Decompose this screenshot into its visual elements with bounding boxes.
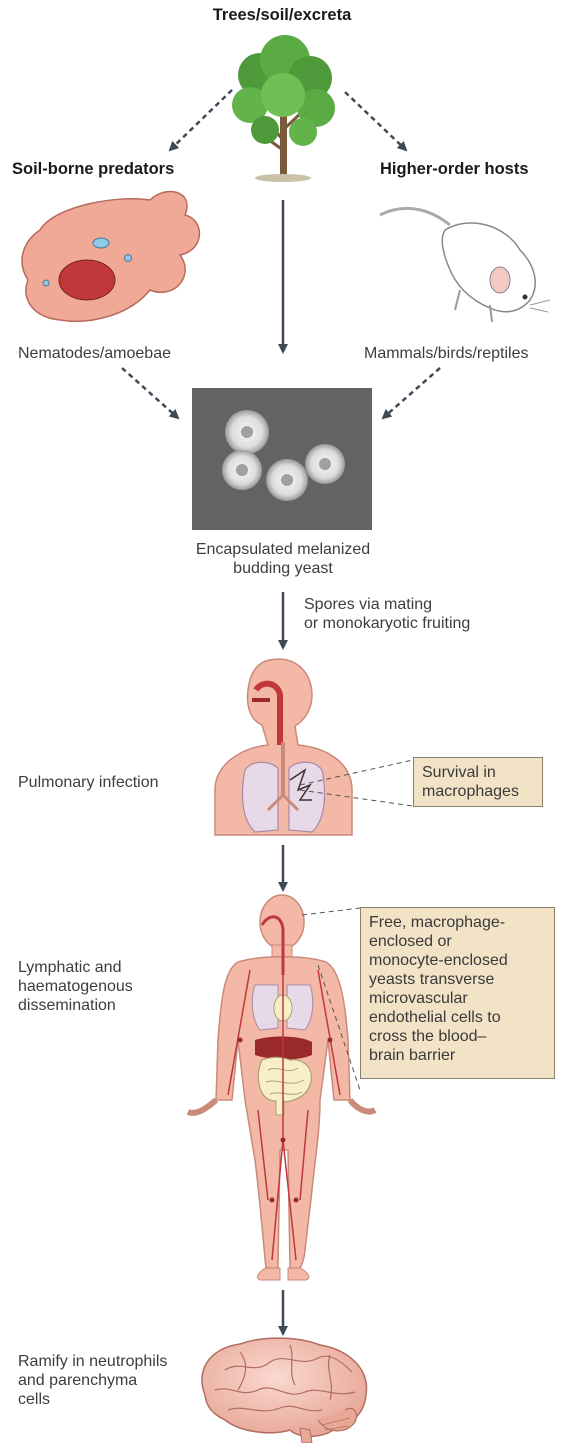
mouse-icon xyxy=(380,208,550,322)
predators-caption: Nematodes/amoebae xyxy=(18,344,218,363)
spores-line1: Spores via mating xyxy=(304,595,544,614)
bbb-line: endothelial cells to xyxy=(369,1008,546,1027)
source-label: Trees/soil/excreta xyxy=(182,6,382,25)
dissemination-line1: Lymphatic and xyxy=(18,958,178,977)
dissemination-line2: haematogenous xyxy=(18,977,178,996)
hosts-caption: Mammals/birds/reptiles xyxy=(364,344,564,363)
bbb-line: cross the blood– xyxy=(369,1027,546,1046)
spores-caption: Spores via mating or monokaryotic fruiti… xyxy=(304,595,544,633)
yeast-caption: Encapsulated melanized budding yeast xyxy=(150,540,416,578)
dissemination-label: Lymphatic and haematogenous disseminatio… xyxy=(18,958,178,1015)
yeast-micrograph xyxy=(192,388,372,530)
bbb-line: microvascular xyxy=(369,989,546,1008)
bbb-line: brain barrier xyxy=(369,1046,546,1065)
brain-icon xyxy=(202,1338,367,1443)
dashed-arrow-to-predators xyxy=(170,90,232,150)
box-line1: Survival in xyxy=(422,763,534,782)
hosts-header: Higher-order hosts xyxy=(380,160,560,179)
brain-label: Ramify in neutrophils and parenchyma cel… xyxy=(18,1352,218,1409)
brain-line2: and parenchyma xyxy=(18,1371,218,1390)
box-line2: macrophages xyxy=(422,782,534,801)
dashed-arrow-predators-to-yeast xyxy=(122,368,178,418)
bbb-line: monocyte-enclosed xyxy=(369,951,546,970)
lungs-torso-illustration xyxy=(215,659,352,835)
bbb-line: Free, macrophage- xyxy=(369,913,546,932)
yeast-caption-line1: Encapsulated melanized xyxy=(150,540,416,559)
bbb-line: enclosed or xyxy=(369,932,546,951)
dashed-arrow-to-hosts xyxy=(345,92,406,150)
macrophage-survival-box: Survival in macrophages xyxy=(413,757,543,807)
bbb-line: yeasts transverse xyxy=(369,970,546,989)
body-illustration xyxy=(188,895,375,1280)
dashed-arrow-hosts-to-yeast xyxy=(383,368,440,418)
brain-line3: cells xyxy=(18,1390,218,1409)
pulmonary-label: Pulmonary infection xyxy=(18,773,218,792)
blood-brain-barrier-box: Free, macrophage- enclosed or monocyte-e… xyxy=(360,907,555,1079)
amoeba-icon xyxy=(22,192,199,322)
tree-icon xyxy=(232,35,335,182)
brain-line1: Ramify in neutrophils xyxy=(18,1352,218,1371)
spores-line2: or monokaryotic fruiting xyxy=(304,614,544,633)
yeast-caption-line2: budding yeast xyxy=(150,559,416,578)
dissemination-line3: dissemination xyxy=(18,996,178,1015)
callout-line-head xyxy=(302,908,360,915)
predators-header: Soil-borne predators xyxy=(12,160,232,179)
